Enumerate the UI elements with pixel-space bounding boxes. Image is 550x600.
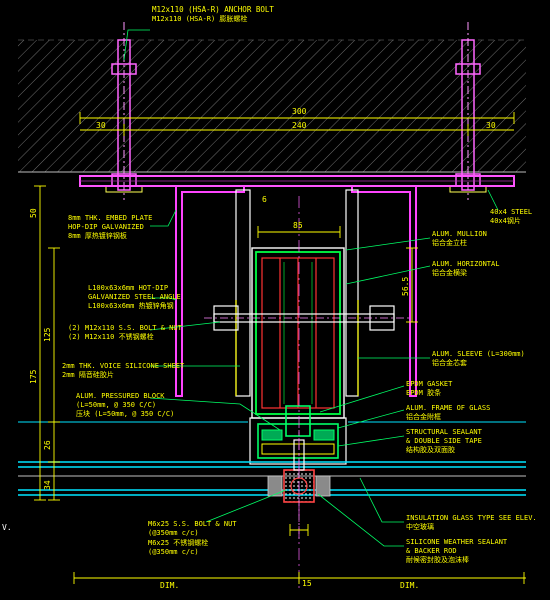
steel-label-1: 40x4 STEEL [490, 208, 532, 216]
weather-label-3: 耐候密封胶及泡沫棒 [406, 555, 469, 564]
anchor-bolt-label-cn: M12x110 (HSA-R) 膨胀螺栓 [152, 14, 247, 23]
dim-6: 6 [262, 195, 267, 204]
angle-label-1: L100x63x6mm HOT-DIP [88, 284, 168, 292]
dim-125: 125 [43, 327, 52, 342]
glass-label-1: INSULATION GLASS TYPE SEE ELEV. [406, 514, 537, 522]
steel-angle-right [351, 186, 417, 397]
pressured-block-label-2: (L=50mm, @ 350 C/C) [76, 401, 156, 409]
mullion-label-1: ALUM. MULLION [432, 230, 487, 238]
concrete-slab [18, 39, 526, 173]
sleeve-label-2: 铝合金芯套 [432, 358, 467, 367]
dim-left: DIM. [160, 581, 179, 590]
gasket-label-1: EPDM GASKET [406, 380, 453, 388]
bottom-bolt-label-2: (@350mm c/c) [148, 529, 199, 537]
left-callouts: 8mm THK. EMBED PLATE HOP-DIP GALVANIZED … [62, 214, 237, 556]
anchor-bolt-label-en: M12x110 (HSA-R) ANCHOR BOLT [152, 5, 274, 14]
sealant-label-3: 结构胶及双面胶 [406, 445, 455, 454]
weather-label-2: & BACKER ROD [406, 547, 457, 555]
steel-angle-left [175, 186, 245, 397]
frame-label-1: ALUM. FRAME OF GLASS [406, 404, 490, 412]
gasket-label-2: EPDM 胶条 [406, 388, 441, 397]
edge-label-v: V. [2, 523, 12, 532]
bolt-label-2: (2) M12x110 不锈钢螺栓 [68, 332, 154, 341]
dim-240: 240 [292, 121, 307, 130]
embed-plate-label-3: 8mm 厚热镀锌钢板 [68, 231, 127, 240]
dim-26: 26 [43, 440, 52, 450]
dim-30-left: 30 [96, 121, 106, 130]
angle-label-2: GALVANIZED STEEL ANGLE [88, 293, 181, 301]
sealant-label-2: & DOUBLE SIDE TAPE [406, 437, 482, 445]
through-bolt [204, 305, 410, 331]
dim-175: 175 [29, 369, 38, 384]
embed-plate-label-2: HOP-DIP GALVANIZED [68, 223, 144, 231]
silicone-sheet-label-1: 2mm THK. VOICE SILICONE SHEET [62, 362, 185, 370]
sleeve-label-1: ALUM. SLEEVE (L=300mm) [432, 350, 525, 358]
glass-frame [249, 405, 347, 465]
bracket-columns [235, 189, 359, 397]
horizontal-label-2: 铝合金横梁 [432, 268, 467, 277]
bottom-bolt-label-3: M6x25 不锈钢螺栓 [148, 538, 208, 547]
glass-label-2: 中空玻璃 [406, 522, 434, 531]
frame-label-2: 铝合金附框 [406, 412, 441, 421]
dim-50: 50 [29, 208, 38, 218]
aluminum-mullion [251, 247, 345, 419]
pressured-block-label-3: 压块 (L=50mm, @ 350 C/C) [76, 409, 174, 418]
dim-right: DIM. [400, 581, 419, 590]
pressured-block-label-1: ALUM. PRESSURED BLOCK [76, 392, 165, 400]
right-callouts: 40x4 STEEL 40x4钢片 ALUM. MULLION 铝合金立柱 AL… [406, 208, 537, 564]
dim-34: 34 [43, 480, 52, 490]
sealant-label-1: STRUCTURAL SEALANT [406, 428, 483, 436]
dim-30-right: 30 [486, 121, 496, 130]
angle-label-3: L100x63x6mm 热镀锌角钢 [88, 301, 174, 310]
bolt-label-1: (2) M12x110 S.S. BOLT & NUT [68, 324, 183, 332]
embed-plate-label-1: 8mm THK. EMBED PLATE [68, 214, 152, 222]
bottom-bolt-label-1: M6x25 S.S. BOLT & NUT [148, 520, 237, 528]
embed-plate [79, 175, 515, 187]
silicone-sheet-label-2: 2mm 隔音硅胶片 [62, 370, 114, 379]
steel-label-2: 40x4钢片 [490, 216, 521, 225]
mullion-label-2: 铝合金立柱 [432, 238, 467, 247]
dim-56-5: 56.5 [401, 277, 410, 296]
horizontal-label-1: ALUM. HORIZONTAL [432, 260, 499, 268]
dim-85: 85 [293, 221, 303, 230]
dim-300: 300 [292, 107, 307, 116]
dimension-lines [34, 112, 526, 584]
weather-label-1: SILICONE WEATHER SEALANT [406, 538, 508, 546]
leader-lines [123, 29, 499, 547]
bottom-bolt-label-4: (@350mm c/c) [148, 548, 199, 556]
dim-15: 15 [302, 579, 312, 588]
